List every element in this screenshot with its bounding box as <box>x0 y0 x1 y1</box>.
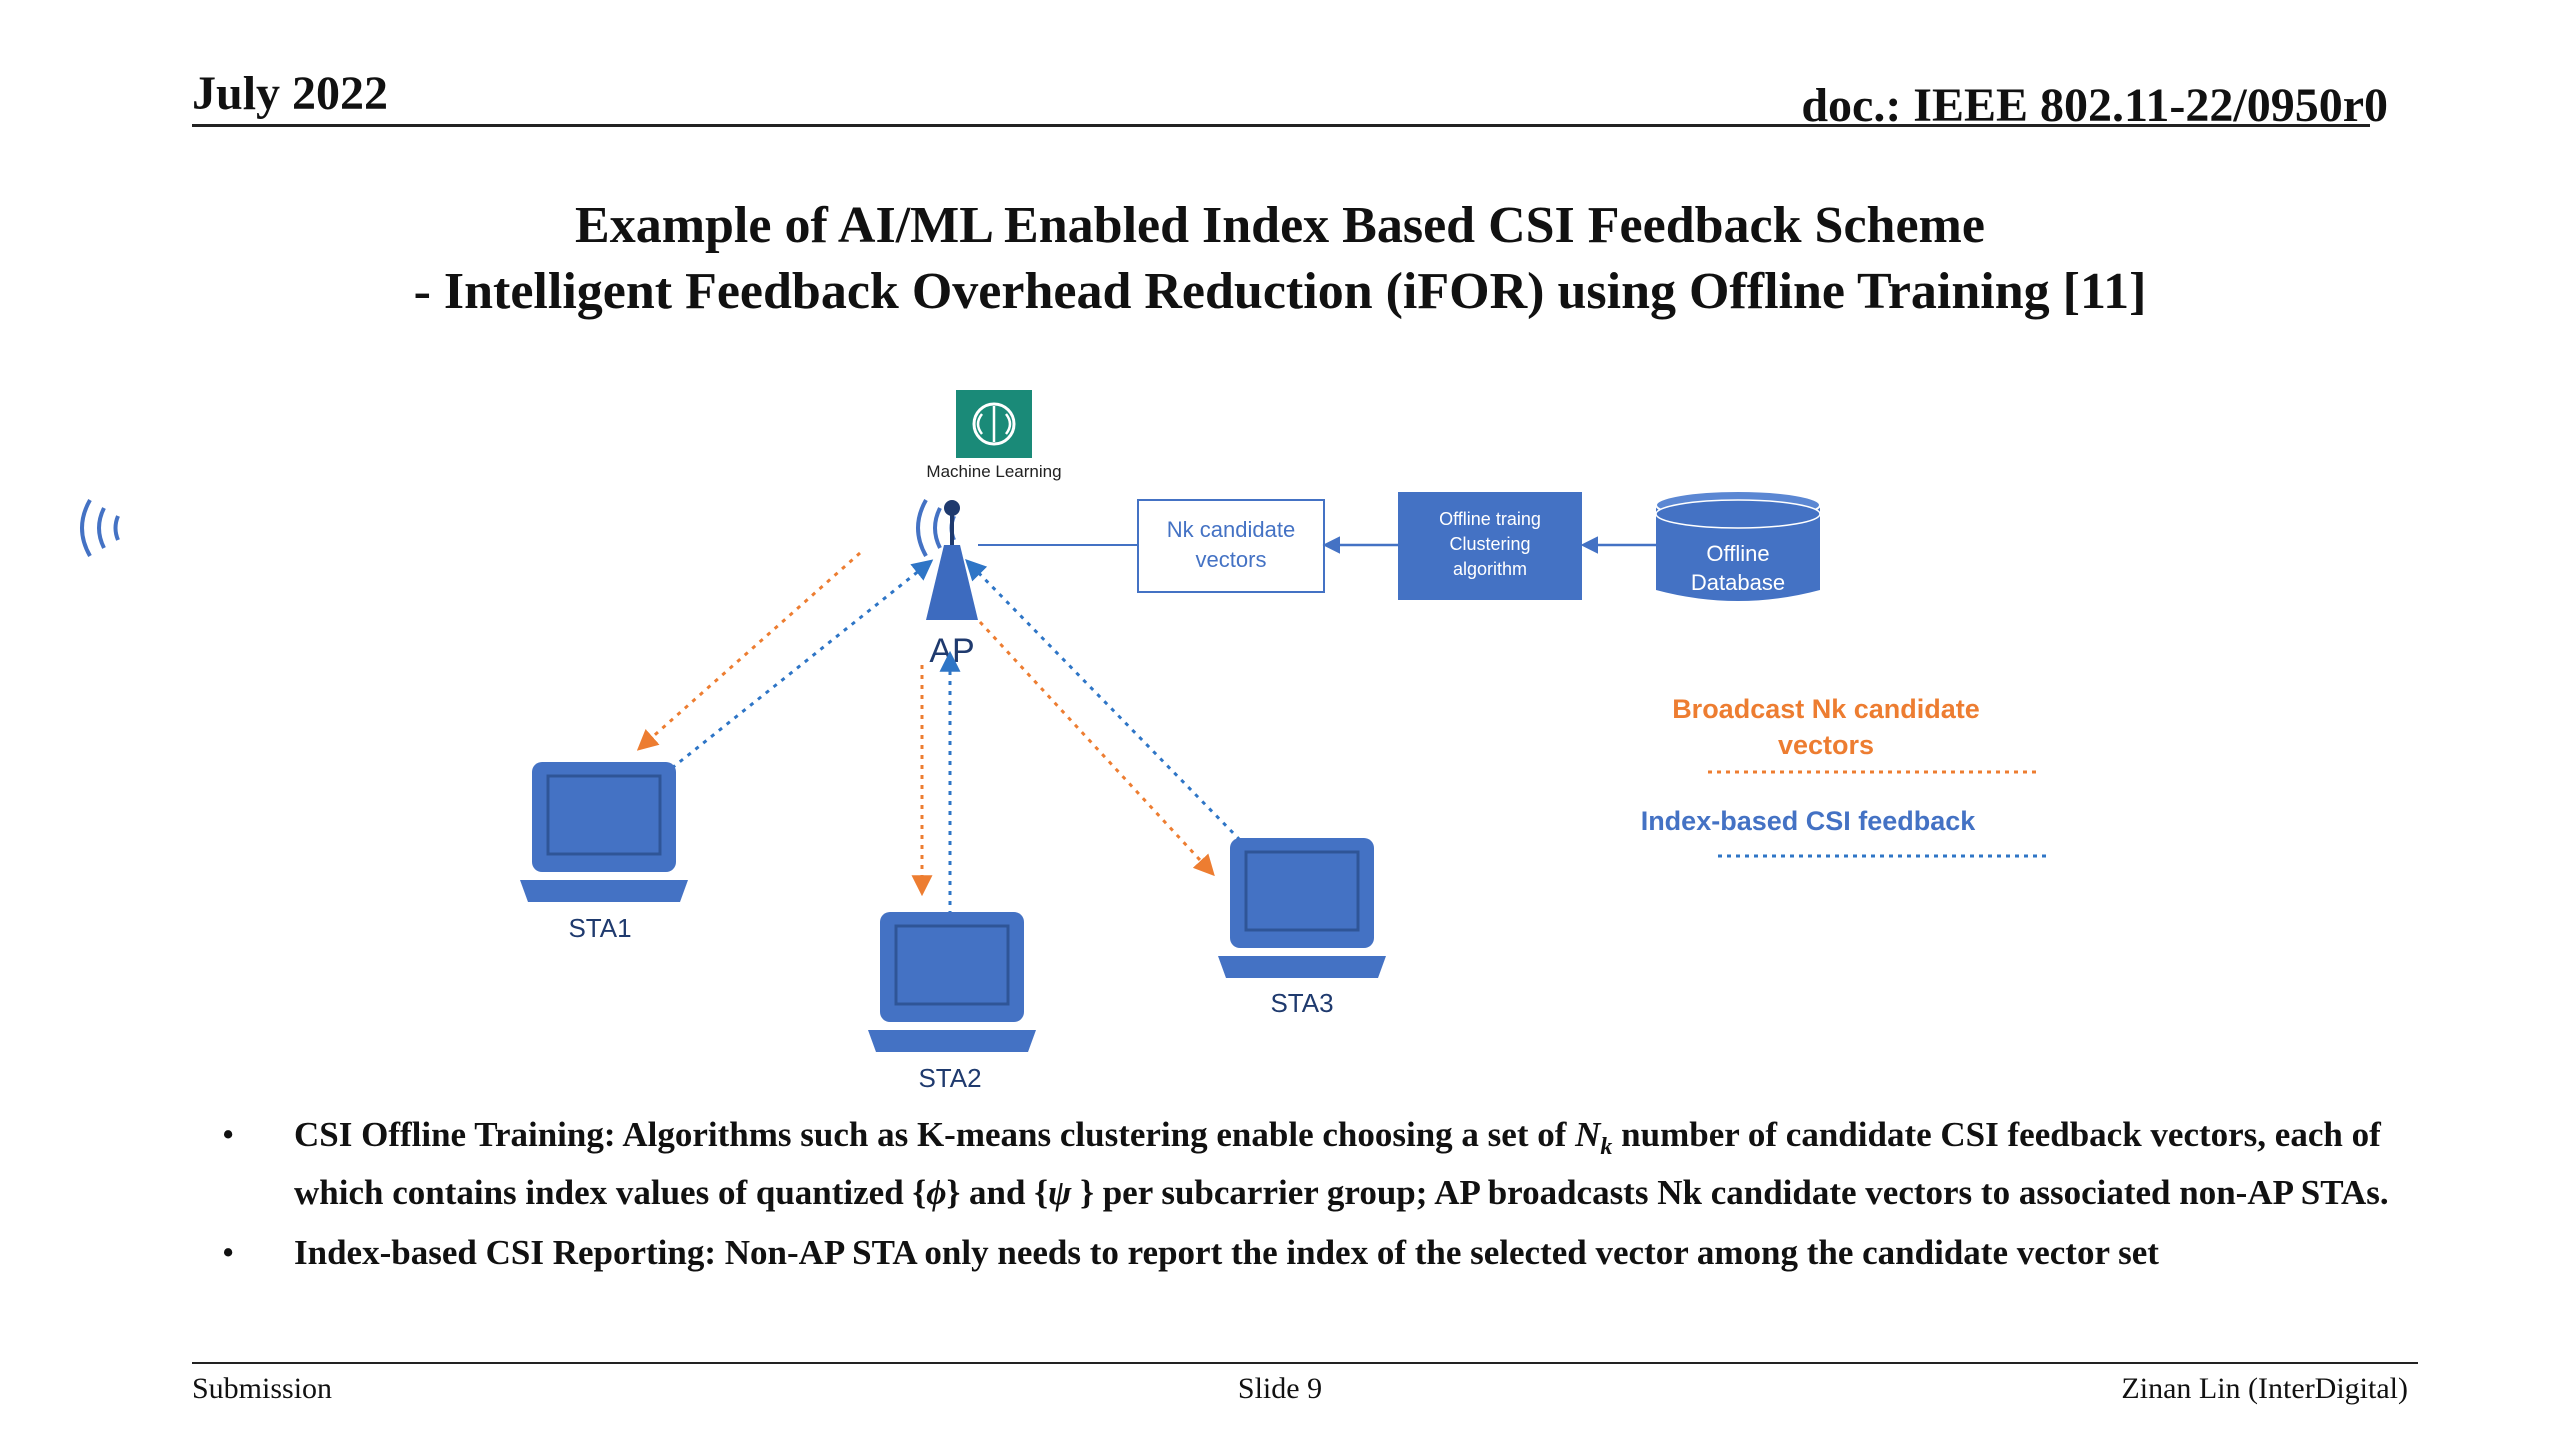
training-box-line2: Clustering <box>1449 534 1530 554</box>
bullet-glyph: • <box>222 1115 235 1154</box>
bullet1-text-a: CSI Offline Training: Algorithms such as… <box>294 1115 1576 1154</box>
database-line2: Database <box>1691 570 1785 595</box>
bullet-offline-training: • CSI Offline Training: Algorithms such … <box>210 1112 2410 1216</box>
math-n: N <box>1575 1115 1601 1154</box>
training-box <box>1398 492 1582 600</box>
legend-feedback-label: Index-based CSI feedback <box>1641 806 1977 836</box>
bullet-list: • CSI Offline Training: Algorithms such … <box>210 1112 2410 1290</box>
sta2-label: STA2 <box>918 1063 981 1093</box>
bullet-index-reporting: • Index-based CSI Reporting: Non-AP STA … <box>210 1230 2410 1276</box>
footer-slide-number: Slide 9 <box>1237 1372 1323 1405</box>
bullet-glyph: • <box>222 1233 235 1272</box>
laptop-icon <box>1218 838 1386 978</box>
slide-title-line2: - Intelligent Feedback Overhead Reductio… <box>413 263 2147 320</box>
candidate-box-line1: Nk candidate <box>1167 517 1295 542</box>
legend-broadcast-line1: Broadcast Nk candidate <box>1672 694 1980 724</box>
footer-submission: Submission <box>192 1372 333 1405</box>
sta1-label: STA1 <box>568 913 631 943</box>
database-icon <box>1655 490 1821 601</box>
header-date: July 2022 <box>192 67 389 120</box>
footer-rule <box>192 1362 2418 1364</box>
header-rule <box>192 124 2370 127</box>
laptop-icon <box>868 912 1036 1052</box>
training-box-line1: Offline traing <box>1439 509 1541 529</box>
ml-label: Machine Learning <box>926 462 1061 481</box>
laptop-icon <box>520 762 688 902</box>
candidate-vectors-box <box>1137 499 1325 593</box>
legend-broadcast-line2: vectors <box>1778 730 1874 760</box>
brain-icon <box>956 390 1032 458</box>
bullet1-text-d: } per subcarrier group; AP broadcasts Nk… <box>1071 1173 2389 1212</box>
header-doc-id: doc.: IEEE 802.11-22/0950r0 <box>1801 79 2388 132</box>
footer-author: Zinan Lin (InterDigital) <box>2121 1372 2408 1405</box>
candidate-box-line2: vectors <box>1196 547 1267 572</box>
bullet2-text: Index-based CSI Reporting: Non-AP STA on… <box>294 1233 2159 1272</box>
math-psi: ψ <box>1048 1173 1072 1212</box>
math-phi: ϕ <box>926 1173 947 1212</box>
bullet1-text-c: } and { <box>946 1173 1049 1212</box>
slide-title-line1: Example of AI/ML Enabled Index Based CSI… <box>575 197 1985 254</box>
training-box-line3: algorithm <box>1453 559 1527 579</box>
ap-label: AP <box>929 632 974 670</box>
antenna-icon <box>80 499 978 620</box>
bullet1-text-b: number of candidate CSI feedback vectors… <box>294 1115 2381 1212</box>
sta3-label: STA3 <box>1270 988 1333 1018</box>
database-line1: Offline <box>1706 541 1769 566</box>
math-k: k <box>1600 1134 1613 1160</box>
